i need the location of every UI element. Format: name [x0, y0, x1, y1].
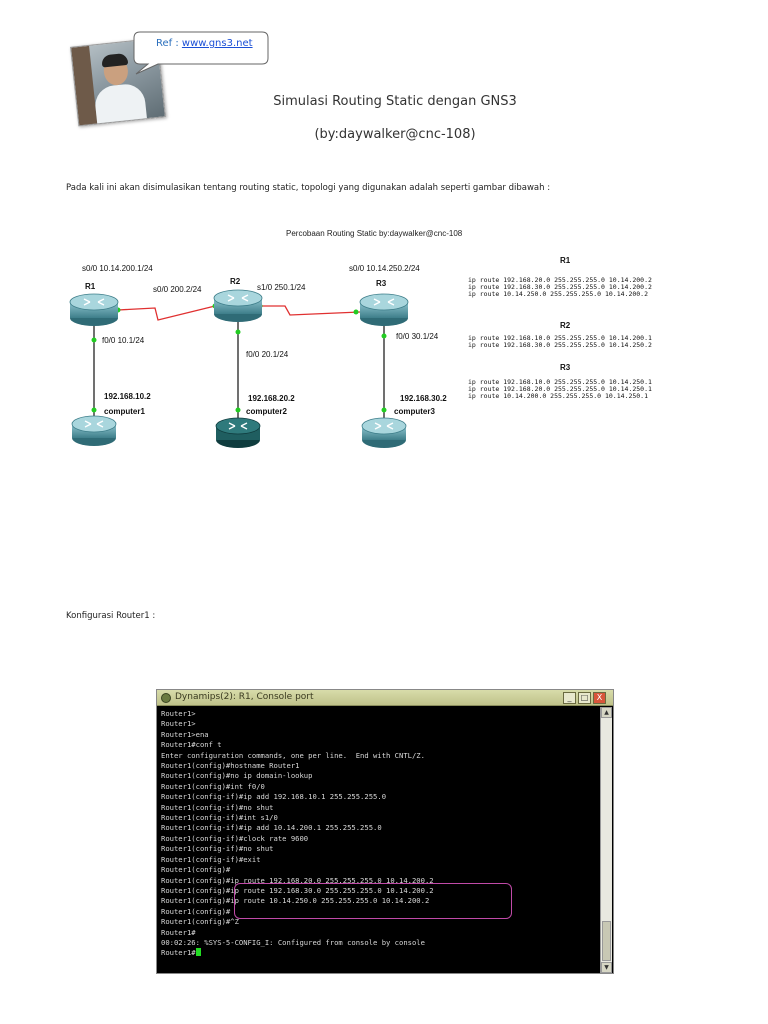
- router-name-r1: R1: [85, 282, 96, 291]
- endpoint-dot: [235, 329, 241, 335]
- speech-bubble: [133, 31, 269, 75]
- computer2-icon[interactable]: [215, 417, 261, 448]
- console-title: Dynamips(2): R1, Console port: [175, 692, 314, 702]
- console-line: Router1(config-if)#clock rate 9600: [161, 833, 309, 843]
- computer1-ip: 192.168.10.2: [104, 392, 151, 401]
- router-name-r2: R2: [230, 277, 241, 286]
- endpoint-dot: [353, 309, 359, 315]
- route-line: ip route 192.168.20.0 255.255.255.0 10.1…: [468, 276, 652, 284]
- diagram-title: Percobaan Routing Static by:daywalker@cn…: [286, 229, 463, 238]
- console-line: Router1(config)#ip route 192.168.30.0 25…: [161, 885, 434, 895]
- konfigurasi-label: Konfigurasi Router1 :: [66, 611, 156, 621]
- console-line: 00:02:26: %SYS-5-CONFIG_I: Configured fr…: [161, 937, 425, 947]
- endpoint-dot: [91, 337, 97, 343]
- console-prompt: Router1#: [161, 948, 196, 958]
- console-window: Dynamips(2): R1, Console port _ □ X Rout…: [156, 689, 614, 974]
- label-r1-s00: s0/0 10.14.200.1/24: [82, 264, 153, 273]
- console-line: Router1(config)#^Z: [161, 917, 239, 927]
- console-line: Router1(config-if)#ip add 192.168.10.1 2…: [161, 792, 387, 802]
- console-line: Router1(config-if)#no shut: [161, 802, 274, 812]
- console-cursor: [195, 948, 201, 957]
- console-line: Enter configuration commands, one per li…: [161, 750, 425, 760]
- console-line: Router1(config)#int f0/0: [161, 781, 265, 791]
- console-line: Router1#: [161, 927, 196, 937]
- intro-paragraph: Pada kali ini akan disimulasikan tentang…: [66, 183, 551, 193]
- label-r2-s00: s0/0 200.2/24: [153, 285, 202, 294]
- router-r1-icon[interactable]: [69, 293, 119, 326]
- page-subtitle: (by:daywalker@cnc-108): [314, 127, 476, 142]
- console-line: Router1(config)#: [161, 906, 231, 916]
- route-line: ip route 10.14.250.0 255.255.255.0 10.14…: [468, 290, 648, 298]
- route-line: ip route 192.168.10.0 255.255.255.0 10.1…: [468, 378, 652, 386]
- label-r3-f00: f0/0 30.1/24: [396, 332, 439, 341]
- computer3-name: computer3: [394, 407, 435, 416]
- close-button[interactable]: X: [593, 692, 606, 704]
- label-r2-s10: s1/0 250.1/24: [257, 283, 306, 292]
- route-line: ip route 10.14.200.0 255.255.255.0 10.14…: [468, 392, 648, 400]
- serial-link-r1-r2: [117, 305, 216, 321]
- label-r1-f00: f0/0 10.1/24: [102, 336, 145, 345]
- console-titlebar[interactable]: Dynamips(2): R1, Console port _ □ X: [157, 690, 613, 706]
- scroll-down-icon[interactable]: ▼: [601, 962, 612, 973]
- ref-prefix: Ref :: [156, 38, 182, 49]
- console-scrollbar[interactable]: ▲ ▼: [600, 707, 612, 973]
- maximize-button[interactable]: □: [578, 692, 591, 704]
- console-line: Router1(config)#hostname Router1: [161, 761, 300, 771]
- label-r2-f00: f0/0 20.1/24: [246, 350, 289, 359]
- page-title: Simulasi Routing Static dengan GNS3: [273, 94, 517, 109]
- computer1-icon[interactable]: [71, 415, 117, 446]
- static-route-highlight: [234, 883, 512, 919]
- console-line: Router1>: [161, 719, 196, 729]
- computer2-name: computer2: [246, 407, 287, 416]
- endpoint-dot: [381, 333, 387, 339]
- route-line: ip route 192.168.10.0 255.255.255.0 10.1…: [468, 334, 652, 342]
- computer2-ip: 192.168.20.2: [248, 394, 295, 403]
- router-name-r3: R3: [376, 279, 387, 288]
- console-line: Router1(config)#: [161, 865, 231, 875]
- endpoint-dot: [381, 407, 387, 413]
- scroll-thumb[interactable]: [602, 921, 611, 961]
- router-r3-icon[interactable]: [359, 293, 409, 326]
- reference: Ref : www.gns3.net: [156, 38, 253, 49]
- computer3-ip: 192.168.30.2: [400, 394, 447, 403]
- network-topology-diagram: Percobaan Routing Static by:daywalker@cn…: [69, 229, 652, 448]
- label-r3-s00: s0/0 10.14.250.2/24: [349, 264, 420, 273]
- console-line: Router1(config)#no ip domain-lookup: [161, 771, 313, 781]
- computer3-icon[interactable]: [361, 417, 407, 448]
- route-line: ip route 192.168.30.0 255.255.255.0 10.1…: [468, 341, 652, 349]
- endpoint-dot: [235, 407, 241, 413]
- route-table-r2-title: R2: [560, 321, 571, 330]
- minimize-button[interactable]: _: [563, 692, 576, 704]
- console-line: Router1(config)#ip route 192.168.20.0 25…: [161, 875, 434, 885]
- route-line: ip route 192.168.20.0 255.255.255.0 10.1…: [468, 385, 652, 393]
- ref-link[interactable]: www.gns3.net: [181, 38, 253, 49]
- route-table-r1-title: R1: [560, 256, 571, 265]
- console-line: Router1>ena: [161, 729, 209, 739]
- route-table-r3-title: R3: [560, 363, 571, 372]
- console-line: Router1>: [161, 709, 196, 718]
- console-line: Router1(config-if)#ip add 10.14.200.1 25…: [161, 823, 382, 833]
- console-line: Router1#conf t: [161, 740, 222, 750]
- console-line: Router1(config-if)#no shut: [161, 844, 274, 854]
- console-line: Router1(config-if)#exit: [161, 854, 261, 864]
- scroll-up-icon[interactable]: ▲: [601, 707, 612, 718]
- console-line: Router1(config-if)#int s1/0: [161, 813, 278, 823]
- router-r2-icon[interactable]: [213, 289, 263, 322]
- computer1-name: computer1: [104, 407, 145, 416]
- endpoint-dot: [91, 407, 97, 413]
- app-icon: [161, 693, 171, 703]
- route-line: ip route 192.168.30.0 255.255.255.0 10.1…: [468, 283, 652, 291]
- console-prompt-line: Router1#: [161, 948, 599, 958]
- console-line: Router1(config)#ip route 10.14.250.0 255…: [161, 896, 430, 906]
